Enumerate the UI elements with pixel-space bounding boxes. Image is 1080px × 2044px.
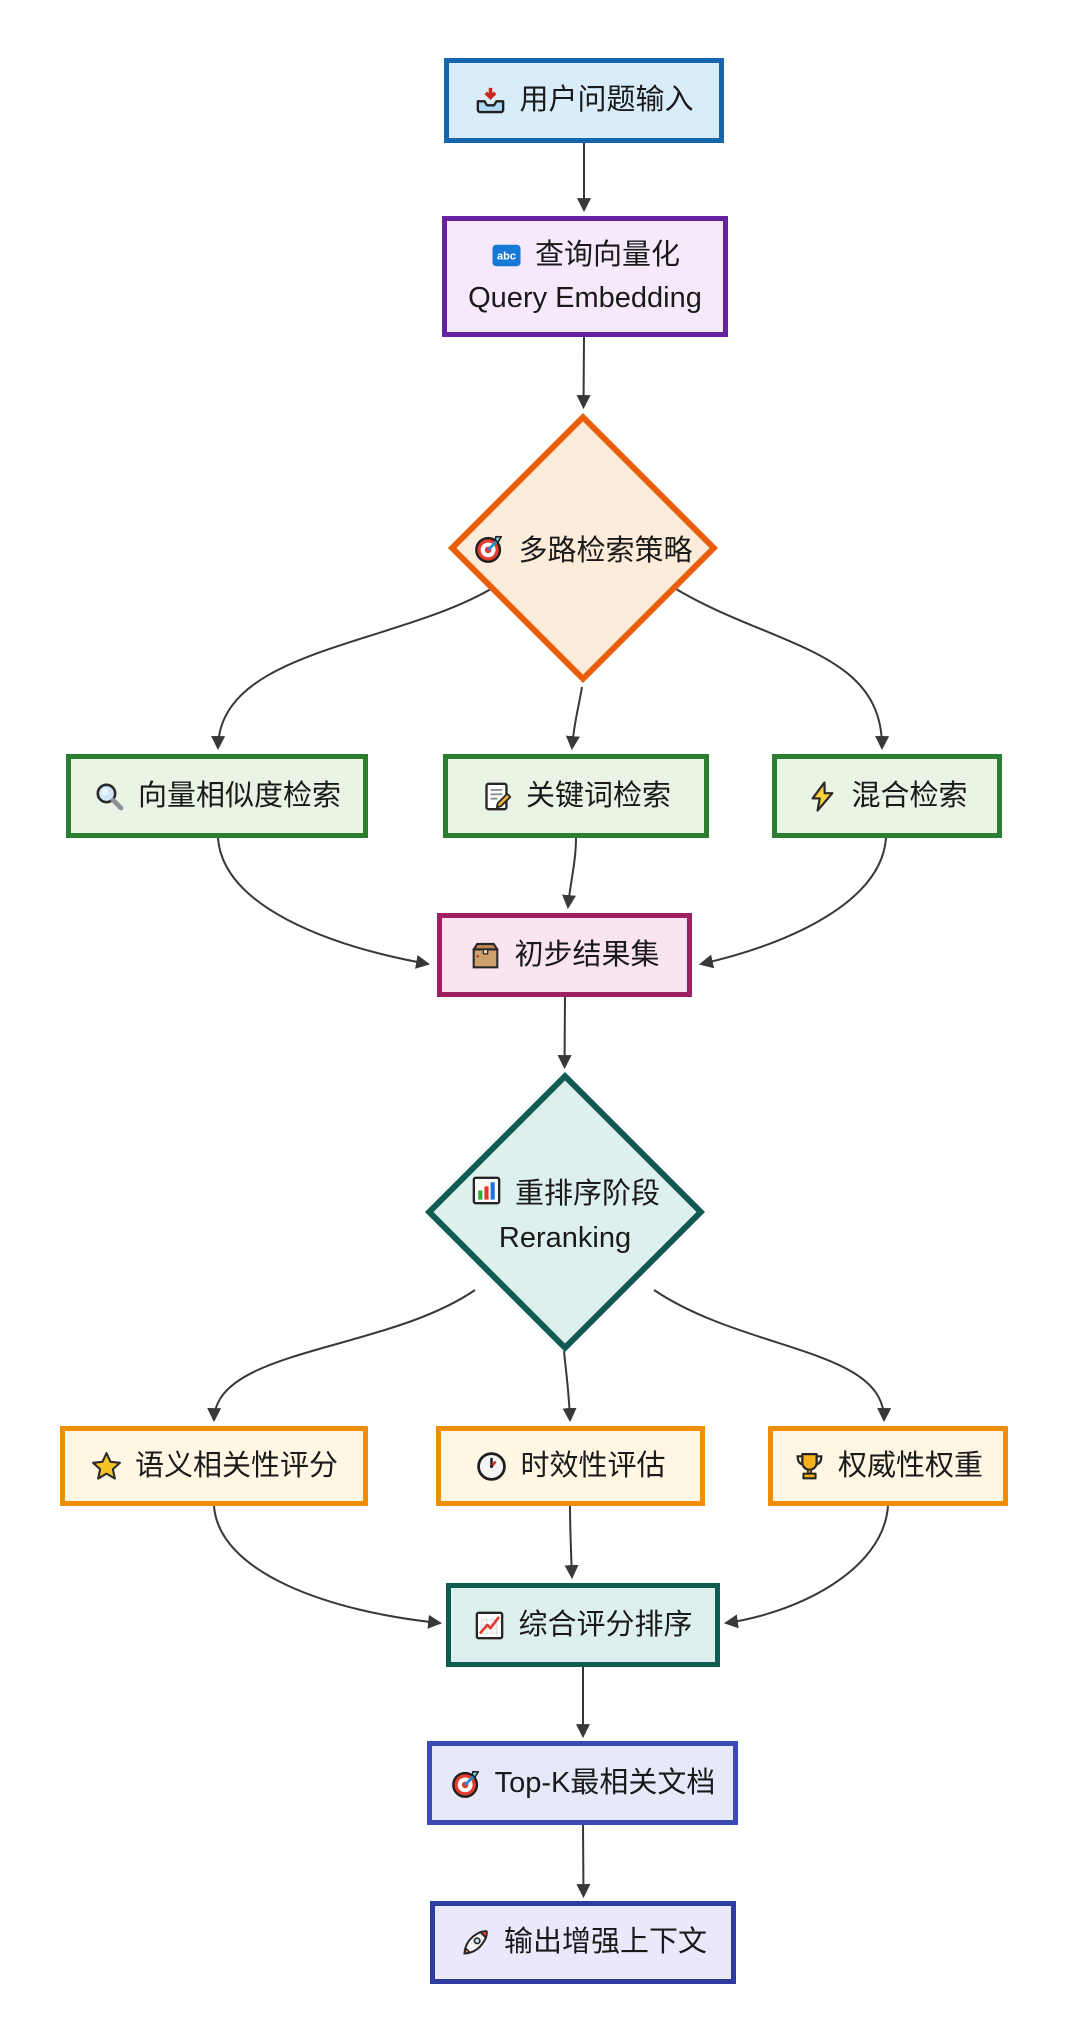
chart-up-icon — [473, 1609, 506, 1642]
inbox-tray-icon — [474, 84, 507, 117]
lightning-icon — [806, 780, 839, 813]
edge-multi-retrieval-to-hybrid-search — [670, 585, 890, 751]
node-reranking-stage: 重排序阶段 Reranking — [424, 1071, 706, 1353]
node-label: 重排序阶段 — [514, 1177, 660, 1210]
node-hybrid-search: 混合检索 — [772, 754, 1002, 838]
node-label: 初步结果集 — [514, 938, 660, 971]
node-authority-weight: 权威性权重 — [768, 1426, 1008, 1506]
node-semantic-relevance-score: 语义相关性评分 — [60, 1426, 368, 1506]
memo-icon — [481, 780, 514, 813]
node-vector-similarity-search: 向量相似度检索 — [66, 754, 368, 838]
node-topk-most-relevant-docs: Top-K最相关文档 — [427, 1741, 738, 1825]
target-icon — [450, 1767, 483, 1800]
node-output-augmented-context: 输出增强上下文 — [430, 1901, 736, 1984]
edge-reranking-to-authority-weight — [653, 1289, 892, 1423]
node-timeliness-evaluation: 时效性评估 — [436, 1426, 705, 1506]
edge-initial-results-to-reranking — [557, 996, 572, 1070]
node-composite-score-ranking: 综合评分排序 — [446, 1583, 720, 1667]
edge-semantic-score-to-final-ranking — [213, 1505, 443, 1629]
node-query-embedding: 查询向量化 Query Embedding — [442, 216, 728, 337]
node-label: 综合评分排序 — [518, 1608, 693, 1641]
star-icon — [90, 1450, 123, 1483]
edge-reranking-to-semantic-score — [207, 1289, 476, 1423]
node-label: 多路检索策略 — [518, 535, 693, 567]
node-sublabel: Query Embedding — [468, 281, 702, 314]
node-label: 向量相似度检索 — [137, 779, 341, 812]
clock-icon — [475, 1450, 508, 1483]
edge-authority-weight-to-final-ranking — [723, 1505, 889, 1629]
node-multi-retrieval-strategy: 多路检索策略 — [447, 412, 719, 684]
edge-multi-retrieval-to-keyword-search — [565, 686, 583, 751]
edge-timeliness-eval-to-final-ranking — [564, 1505, 579, 1580]
edge-hybrid-search-to-initial-results — [698, 837, 887, 969]
rocket-icon — [459, 1926, 492, 1959]
node-initial-result-set: 初步结果集 — [437, 913, 692, 997]
edge-topk-docs-to-output-context — [576, 1824, 591, 1899]
target-icon — [473, 532, 506, 565]
edge-reranking-to-timeliness-eval — [562, 1350, 577, 1423]
edge-multi-retrieval-to-vector-search — [211, 585, 497, 751]
node-label: Top-K最相关文档 — [494, 1766, 716, 1799]
node-sublabel: Reranking — [498, 1221, 632, 1254]
edge-query-embedding-to-multi-retrieval — [576, 336, 591, 410]
edge-keyword-search-to-initial-results — [562, 837, 577, 910]
abc-input-icon — [490, 239, 523, 272]
node-label: 查询向量化 — [534, 239, 680, 272]
node-keyword-search: 关键词检索 — [443, 754, 709, 838]
node-label: 用户问题输入 — [519, 84, 694, 117]
node-label: 权威性权重 — [837, 1449, 983, 1482]
node-label: 混合检索 — [851, 779, 968, 812]
edge-vector-search-to-initial-results — [217, 837, 431, 969]
node-label: 语义相关性评分 — [134, 1449, 338, 1482]
magnifier-icon — [93, 780, 126, 813]
node-label: 时效性评估 — [520, 1449, 666, 1482]
package-icon — [469, 939, 502, 972]
node-label: 关键词检索 — [525, 779, 671, 812]
node-label: 输出增强上下文 — [503, 1926, 707, 1959]
node-user-question-input: 用户问题输入 — [444, 58, 724, 143]
bar-chart-icon — [470, 1174, 503, 1207]
trophy-icon — [793, 1450, 826, 1483]
